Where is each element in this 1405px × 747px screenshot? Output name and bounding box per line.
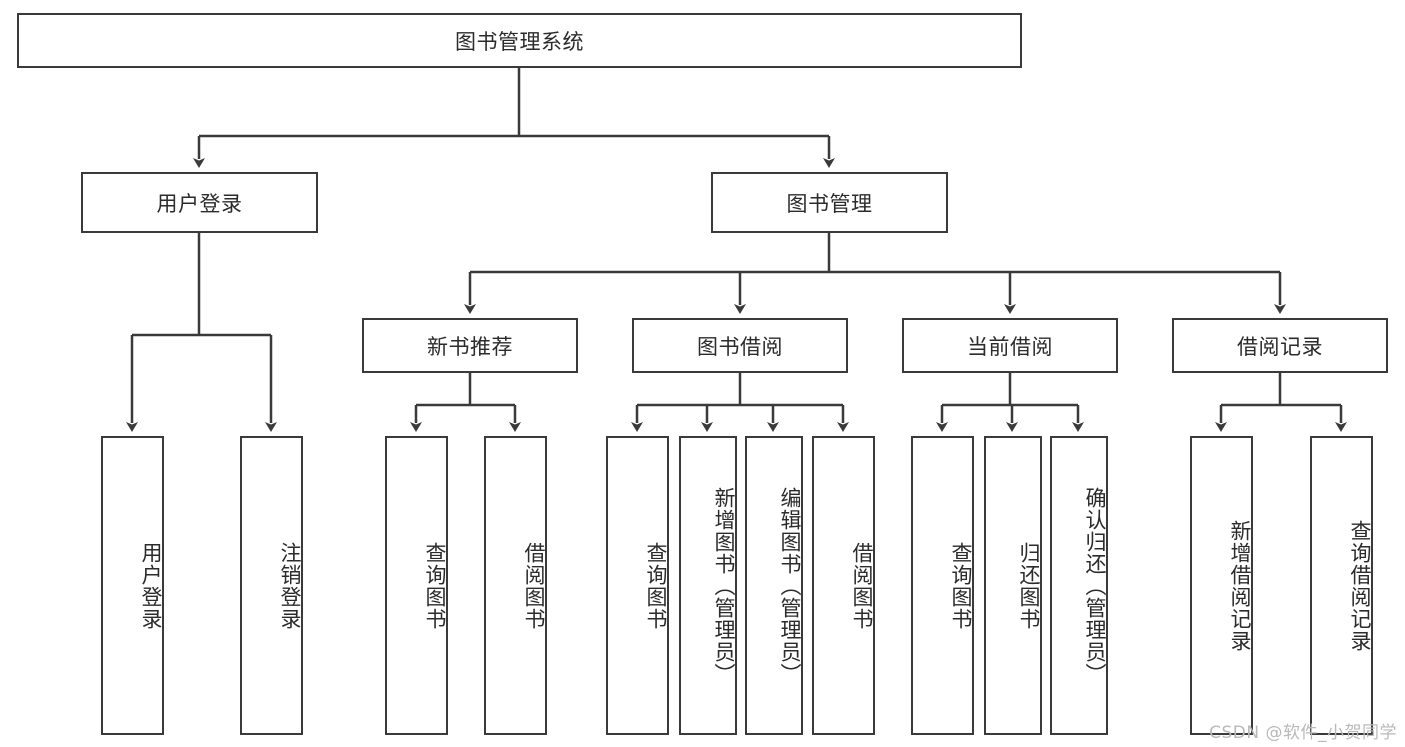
node-label: 当前借阅: [967, 334, 1053, 359]
watermark-text: CSDN @软件_小贺同学: [1209, 723, 1397, 743]
leaf-node-借阅图书-7[interactable]: 借阅图书: [812, 436, 875, 735]
root-node-图书管理系统[interactable]: 图书管理系统: [17, 13, 1022, 68]
node-label: 归还图书: [1017, 541, 1041, 630]
node-label: 用户登录: [139, 541, 163, 630]
submodule-node-借阅记录-3[interactable]: 借阅记录: [1172, 318, 1388, 373]
node-label: 借阅记录: [1237, 334, 1323, 359]
node-label: 查询图书: [949, 541, 973, 630]
node-label: 查询图书: [423, 541, 447, 630]
node-label: 借阅图书: [850, 541, 874, 630]
leaf-node-归还图书-9[interactable]: 归还图书: [984, 436, 1042, 735]
node-label: 用户登录: [156, 191, 243, 216]
submodule-node-图书借阅-1[interactable]: 图书借阅: [632, 318, 848, 373]
node-label: 图书管理系统: [455, 29, 584, 54]
node-label: 图书管理: [786, 191, 873, 216]
submodule-node-新书推荐-0[interactable]: 新书推荐: [362, 318, 578, 373]
node-label: 新增图书（管理员）: [712, 486, 736, 685]
node-label: 注销登录: [278, 541, 302, 630]
leaf-node-新增图书管理员-5[interactable]: 新增图书（管理员）: [679, 436, 737, 735]
leaf-node-新增借阅记录-11[interactable]: 新增借阅记录: [1190, 436, 1253, 735]
node-label: 确认归还（管理员）: [1083, 486, 1107, 685]
leaf-node-查询图书-4[interactable]: 查询图书: [606, 436, 669, 735]
node-label: 编辑图书（管理员）: [778, 486, 802, 685]
node-label: 图书借阅: [697, 334, 783, 359]
leaf-node-确认归还管理员-10[interactable]: 确认归还（管理员）: [1050, 436, 1108, 735]
leaf-node-查询图书-2[interactable]: 查询图书: [385, 436, 448, 735]
leaf-node-借阅图书-3[interactable]: 借阅图书: [484, 436, 547, 735]
leaf-node-查询图书-8[interactable]: 查询图书: [911, 436, 974, 735]
node-label: 查询借阅记录: [1348, 519, 1372, 652]
leaf-node-用户登录-0[interactable]: 用户登录: [101, 436, 164, 735]
node-label: 新书推荐: [427, 334, 513, 359]
leaf-node-编辑图书管理员-6[interactable]: 编辑图书（管理员）: [745, 436, 803, 735]
module-node-图书管理-1[interactable]: 图书管理: [711, 172, 948, 233]
module-node-用户登录-0[interactable]: 用户登录: [81, 172, 318, 233]
submodule-node-当前借阅-2[interactable]: 当前借阅: [902, 318, 1118, 373]
node-label: 借阅图书: [522, 541, 546, 630]
node-label: 查询图书: [644, 541, 668, 630]
node-label: 新增借阅记录: [1228, 519, 1252, 652]
leaf-node-注销登录-1[interactable]: 注销登录: [240, 436, 303, 735]
leaf-node-查询借阅记录-12[interactable]: 查询借阅记录: [1310, 436, 1373, 735]
